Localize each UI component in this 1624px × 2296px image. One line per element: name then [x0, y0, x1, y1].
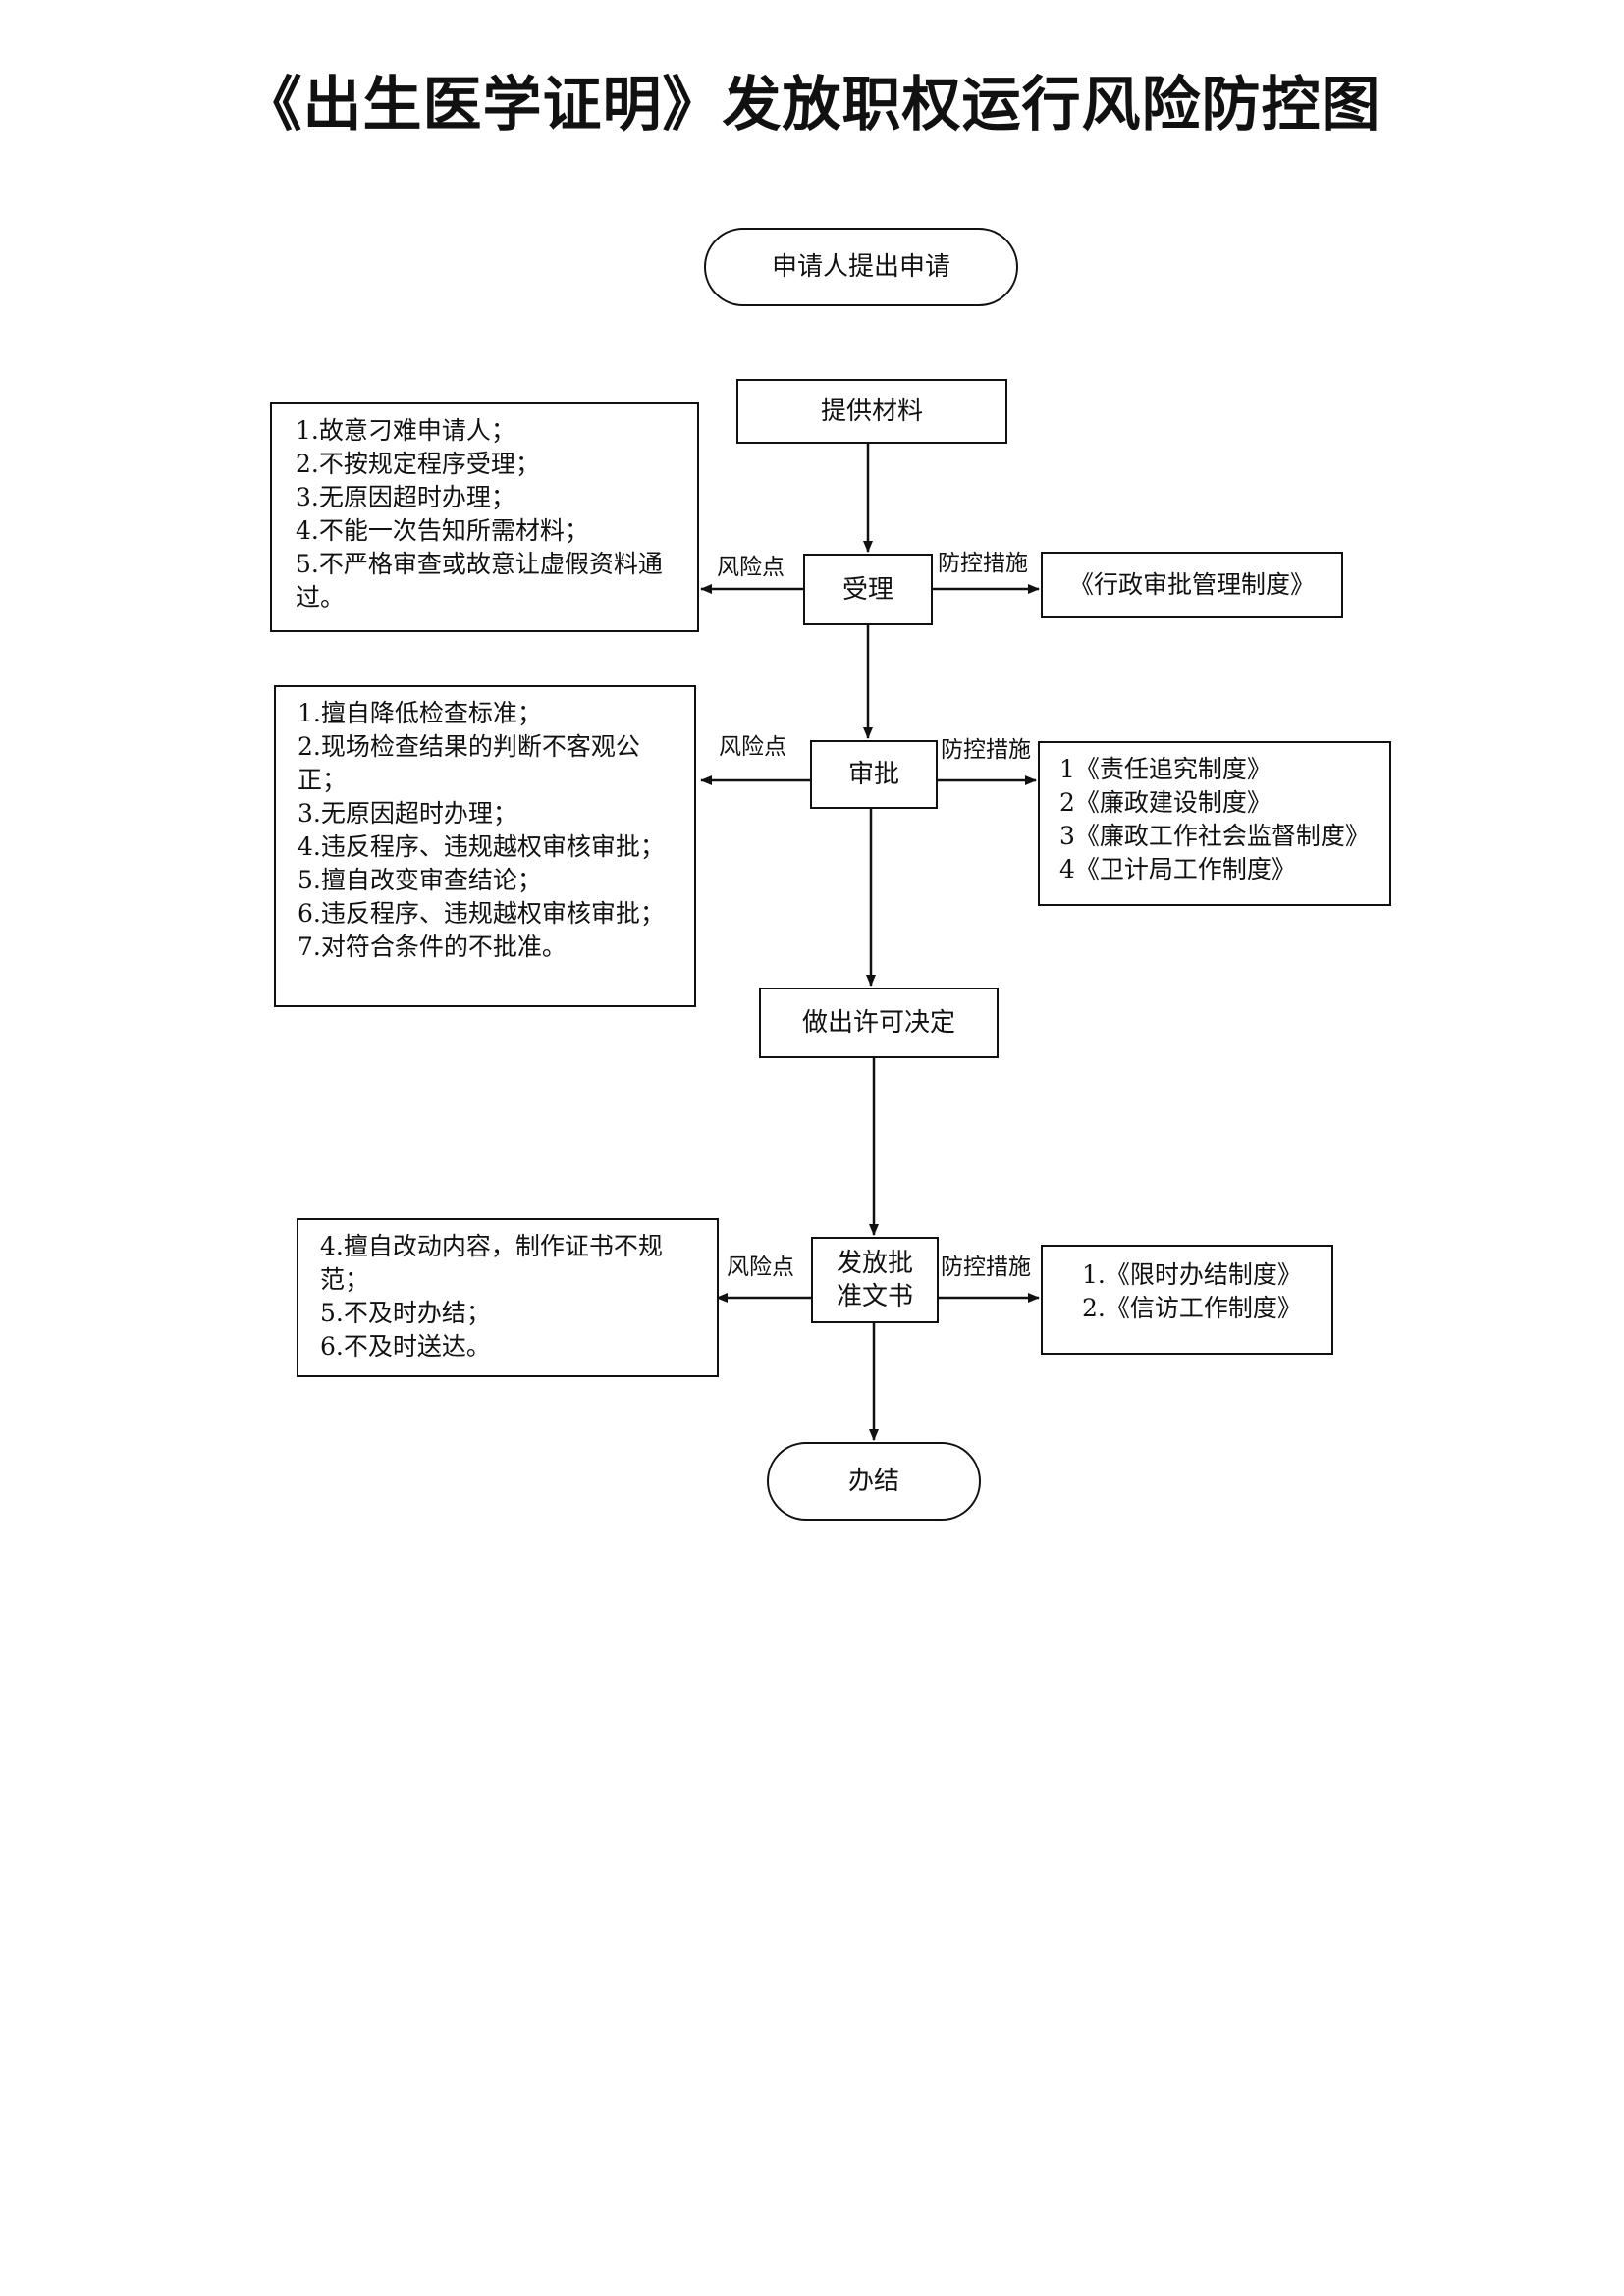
node-decision: 做出许可决定 [759, 988, 999, 1058]
control-item: 2.《信访工作制度》 [1082, 1294, 1302, 1322]
risk-item: 7.对符合条件的不批准。 [298, 933, 567, 961]
control-item: 3《廉政工作社会监督制度》 [1059, 822, 1370, 850]
risk-label-approve: 风险点 [719, 734, 786, 760]
control-box-accept: 《行政审批管理制度》 [1041, 552, 1343, 618]
control-item: 2《廉政建设制度》 [1059, 788, 1272, 817]
risk-item: 2.不按规定程序受理； [296, 450, 540, 478]
node-materials: 提供材料 [736, 379, 1007, 444]
risk-box-accept: 1.故意刁难申请人； 2.不按规定程序受理； 3.无原因超时办理； 4.不能一次… [270, 402, 699, 632]
page-title: 《出生医学证明》发放职权运行风险防控图 [243, 71, 1381, 139]
risk-item: 5.不及时办结； [320, 1299, 491, 1327]
risk-item: 4.擅自改动内容，制作证书不规范； [320, 1232, 663, 1294]
risk-item: 3.无原因超时办理； [298, 799, 517, 828]
node-end-label: 办结 [847, 1467, 899, 1496]
node-accept-label: 受理 [841, 574, 893, 605]
risk-item: 3.无原因超时办理； [296, 483, 515, 511]
control-item: 《行政审批管理制度》 [1068, 570, 1315, 599]
control-box-approve: 1《责任追究制度》 2《廉政建设制度》 3《廉政工作社会监督制度》 4《卫计局工… [1038, 741, 1391, 906]
node-materials-label: 提供材料 [820, 397, 923, 426]
risk-item: 5.擅自改变审查结论； [298, 866, 542, 894]
node-issue-label: 发放批 准文书 [836, 1249, 913, 1311]
control-item: 1《责任追究制度》 [1059, 755, 1272, 783]
node-start-label: 申请人提出申请 [771, 252, 950, 282]
control-item: 1.《限时办结制度》 [1082, 1260, 1302, 1289]
risk-item: 6.违反程序、违规越权审核审批； [298, 899, 665, 928]
risk-item: 1.故意刁难申请人； [296, 416, 515, 445]
node-end: 办结 [767, 1442, 981, 1521]
control-label-approve: 防控措施 [941, 737, 1031, 763]
node-start: 申请人提出申请 [704, 228, 1018, 306]
control-item: 4《卫计局工作制度》 [1059, 855, 1296, 883]
risk-item: 4.违反程序、违规越权审核审批； [298, 832, 665, 861]
node-approve: 审批 [810, 740, 938, 809]
node-decision-label: 做出许可决定 [801, 1008, 955, 1038]
control-label-issue: 防控措施 [941, 1255, 1031, 1280]
risk-label-issue: 风险点 [727, 1255, 794, 1280]
node-approve-label: 审批 [847, 760, 899, 789]
node-accept: 受理 [803, 554, 933, 625]
risk-box-approve: 1.擅自降低检查标准； 2.现场检查结果的判断不客观公正； 3.无原因超时办理；… [274, 685, 696, 1007]
risk-item: 6.不及时送达。 [320, 1332, 491, 1361]
risk-item: 4.不能一次告知所需材料； [296, 516, 589, 545]
risk-label-accept: 风险点 [717, 555, 785, 580]
risk-item: 1.擅自降低检查标准； [298, 699, 542, 727]
risk-item: 2.现场检查结果的判断不客观公正； [298, 732, 640, 794]
risk-box-issue: 4.擅自改动内容，制作证书不规范； 5.不及时办结； 6.不及时送达。 [297, 1218, 719, 1377]
control-box-issue: 1.《限时办结制度》 2.《信访工作制度》 [1041, 1245, 1333, 1355]
risk-item: 5.不严格审查或故意让虚假资料通过。 [296, 550, 663, 612]
control-label-accept: 防控措施 [938, 551, 1028, 576]
node-issue: 发放批 准文书 [811, 1237, 939, 1323]
